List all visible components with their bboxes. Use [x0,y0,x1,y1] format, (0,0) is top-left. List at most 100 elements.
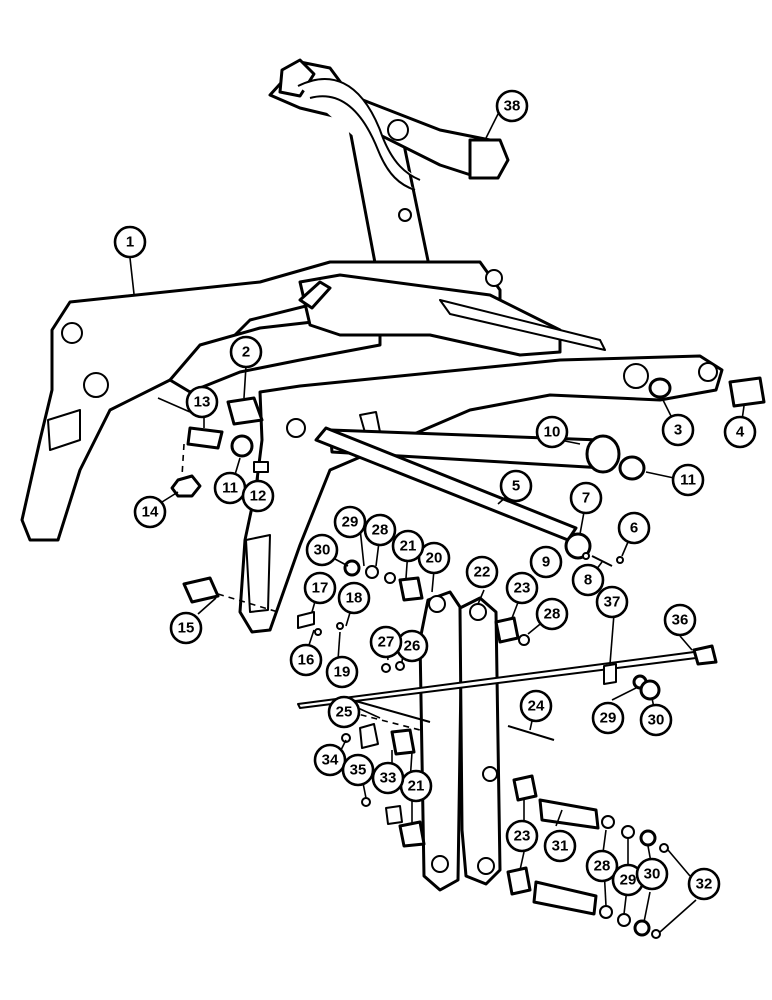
callout-28a: 28 [363,513,397,547]
dowel-25 [349,699,431,731]
svg-text:19: 19 [334,664,351,681]
svg-text:30: 30 [648,712,665,729]
callout-14: 14 [133,495,167,529]
svg-text:1: 1 [126,234,134,251]
callout-23b: 23 [505,819,539,853]
svg-text:28: 28 [372,522,389,539]
svg-text:27: 27 [378,634,395,651]
link-22 [458,589,502,886]
callout-11b: 11 [671,463,705,497]
svg-text:13: 13 [194,394,211,411]
svg-text:25: 25 [336,704,353,721]
callout-36: 36 [663,603,697,637]
svg-text:29: 29 [342,514,359,531]
callout-29a: 29 [333,505,367,539]
callout-35: 35 [341,753,375,787]
callout-30a: 30 [305,533,339,567]
callout-17: 17 [303,571,337,605]
callout-33: 33 [371,761,405,795]
callout-6: 6 [617,511,651,545]
svg-text:31: 31 [552,838,569,855]
svg-text:30: 30 [314,542,331,559]
callout-13: 13 [185,385,219,419]
callout-28b: 28 [535,597,569,631]
svg-text:30: 30 [644,866,661,883]
svg-text:23: 23 [514,580,531,597]
svg-text:5: 5 [512,478,520,495]
svg-text:21: 21 [408,778,425,795]
svg-text:37: 37 [604,594,621,611]
svg-text:22: 22 [474,564,491,581]
fitting-9 [582,552,590,560]
svg-text:18: 18 [346,590,363,607]
svg-text:8: 8 [584,572,592,589]
bushing-2 [226,365,264,426]
svg-text:3: 3 [674,422,682,439]
bushing-11 [230,434,675,481]
callout-27: 27 [369,625,403,659]
svg-text:23: 23 [514,828,531,845]
bracket-37 [603,613,617,685]
callout-12: 12 [241,479,275,513]
callout-16: 16 [289,643,323,677]
bushing-4 [728,376,766,421]
svg-text:15: 15 [178,620,195,637]
callout-34: 34 [313,743,347,777]
pin-15 [182,576,279,613]
svg-text:10: 10 [544,424,561,441]
svg-text:38: 38 [504,98,521,115]
svg-text:16: 16 [298,652,315,669]
callout-25: 25 [327,695,361,729]
callout-37: 37 [595,585,629,619]
svg-text:33: 33 [380,770,397,787]
bushing-3 [648,377,673,419]
callout-21a: 21 [391,529,425,563]
callout-30c: 30 [635,857,669,891]
callout-20: 20 [417,541,451,575]
fitting-6 [616,541,629,564]
svg-text:35: 35 [350,762,367,779]
lift-cylinder-assembly [268,58,510,302]
callout-5: 5 [499,469,533,503]
svg-text:2: 2 [242,344,250,361]
fitting-12 [253,461,269,484]
svg-text:20: 20 [426,550,443,567]
svg-text:11: 11 [680,472,696,489]
svg-text:24: 24 [528,698,545,715]
callout-1: 1 [113,225,147,259]
callout-22: 22 [465,555,499,589]
svg-text:21: 21 [400,538,417,555]
callout-15: 15 [169,611,203,645]
bushing-23 [494,616,538,896]
callout-8: 8 [571,563,605,597]
callout-19: 19 [325,655,359,689]
callout-23a: 23 [505,571,539,605]
spacer-21 [390,576,426,848]
link-20 [418,590,464,892]
callout-7: 7 [569,481,603,515]
nut-14 [161,443,202,503]
pin-31 [532,798,600,916]
callout-9: 9 [529,545,563,579]
callout-2: 2 [229,335,263,369]
svg-text:26: 26 [404,638,421,655]
svg-text:11: 11 [222,480,238,497]
callout-32: 32 [687,867,721,901]
callout-31: 31 [543,829,577,863]
rod-36 [297,635,718,709]
callout-29b: 29 [591,701,625,735]
svg-text:12: 12 [250,488,267,505]
callout-28c: 28 [585,849,619,883]
svg-text:32: 32 [696,876,713,893]
main-loader-frame [20,257,724,634]
svg-text:29: 29 [600,710,617,727]
svg-text:28: 28 [594,858,611,875]
pin-13 [186,414,224,450]
svg-text:34: 34 [322,752,339,769]
callout-38: 38 [495,89,529,123]
callout-30b: 30 [639,703,673,737]
callout-26: 26 [395,629,429,663]
callout-21b: 21 [399,769,433,803]
svg-text:6: 6 [630,520,638,537]
